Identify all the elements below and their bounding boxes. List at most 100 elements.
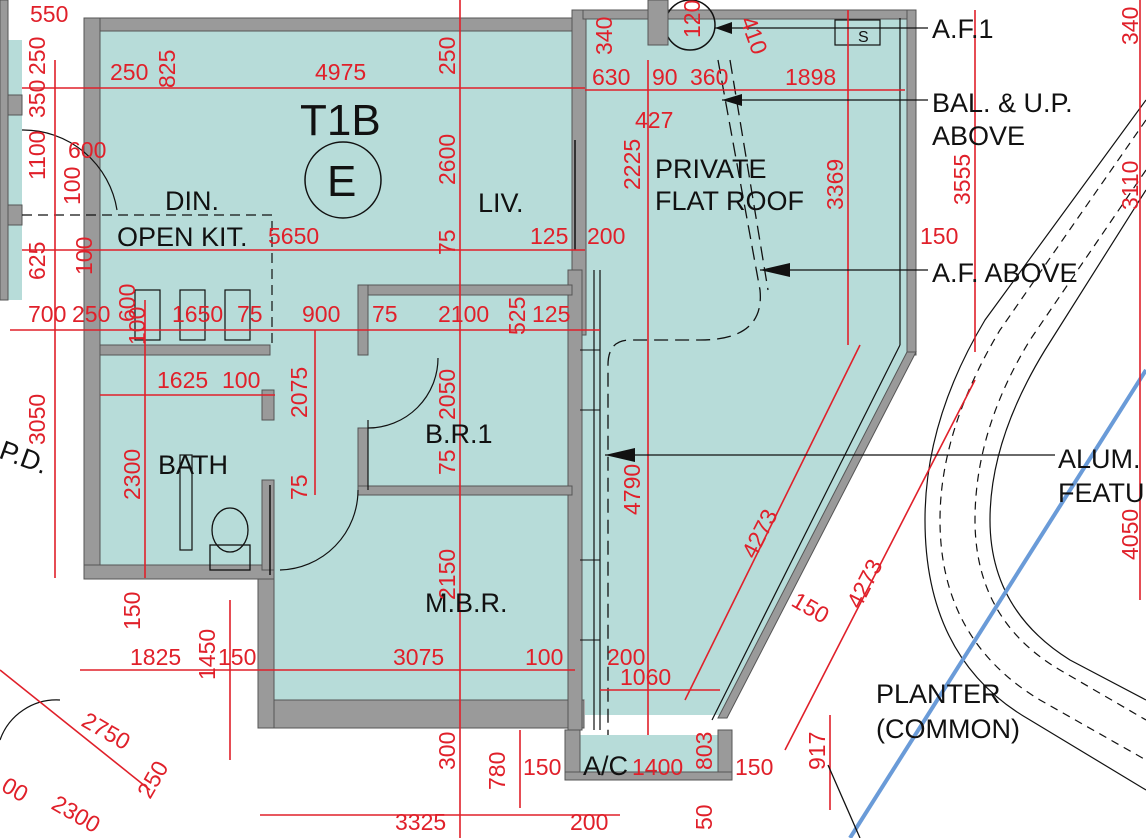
- dim-900: 900: [302, 301, 340, 327]
- dim-2750: 2750: [78, 707, 135, 755]
- dim-75c: 75: [372, 301, 398, 327]
- dim-250a: 250: [24, 37, 50, 75]
- dim-5650: 5650: [268, 223, 319, 249]
- walls: [0, 0, 917, 781]
- room-label-br1: B.R.1: [425, 419, 493, 449]
- unit-tag-circle: [304, 141, 382, 219]
- dim-525: 525: [504, 297, 530, 335]
- room-label-roof-2: FLAT ROOF: [655, 186, 804, 216]
- dim-1898: 1898: [785, 64, 836, 90]
- room-label-planter-1: PLANTER: [876, 679, 1001, 709]
- room-label-ac: A/C: [583, 751, 628, 781]
- dim-2300b: 2300: [48, 790, 105, 838]
- dim-250d: 250: [72, 301, 110, 327]
- callout-af1: A.F.1: [932, 14, 994, 44]
- dim-4975: 4975: [315, 59, 366, 85]
- dim-625: 625: [24, 242, 50, 280]
- unit-tag: E: [327, 157, 356, 206]
- dim-2600: 2600: [434, 134, 460, 185]
- dim-100c: 100: [124, 307, 150, 345]
- dim-100b: 100: [71, 237, 97, 275]
- dim-1625: 1625: [157, 367, 208, 393]
- dim-250e: 250: [132, 756, 174, 802]
- dim-3050: 3050: [24, 394, 50, 445]
- dim-00: 00: [0, 772, 33, 807]
- dim-75e: 75: [434, 449, 460, 475]
- dim-340: 340: [591, 17, 617, 55]
- dim-75d: 75: [286, 474, 312, 500]
- callout-af-above: A.F. ABOVE: [932, 258, 1078, 288]
- dim-1060: 1060: [620, 664, 671, 690]
- bath-fixtures: S: [134, 0, 881, 571]
- dim-360: 360: [690, 64, 728, 90]
- dim-340b: 340: [1117, 7, 1143, 45]
- dim-125b: 125: [532, 301, 570, 327]
- dim-300: 300: [434, 732, 460, 770]
- room-label-liv: LIV.: [478, 188, 524, 218]
- dim-1450: 1450: [194, 629, 220, 680]
- toilet-icon: [211, 507, 249, 553]
- room-label-bath: BATH: [158, 450, 228, 480]
- dim-350: 350: [24, 80, 50, 118]
- dim-200b: 200: [607, 644, 645, 670]
- dim-4050: 4050: [1117, 509, 1143, 560]
- dashed-outlines: [22, 59, 1146, 791]
- room-label-roof-1: PRIVATE: [655, 154, 767, 184]
- dim-427: 427: [635, 107, 673, 133]
- dim-1400: 1400: [632, 754, 683, 780]
- callout-leaders: [605, 22, 1055, 838]
- door-swings: [0, 129, 439, 741]
- dim-550: 550: [30, 1, 68, 27]
- drain-pipe-line: [848, 368, 1146, 838]
- dim-2300a: 2300: [119, 449, 145, 500]
- dim-150a: 150: [920, 223, 958, 249]
- dim-3075: 3075: [393, 644, 444, 670]
- dim-250c: 250: [434, 37, 460, 75]
- dim-100d: 100: [222, 367, 260, 393]
- dim-200a: 200: [587, 223, 625, 249]
- dim-150b: 150: [788, 587, 834, 629]
- dim-780: 780: [484, 752, 510, 790]
- dim-250b: 250: [110, 59, 148, 85]
- dim-3110: 3110: [1117, 161, 1143, 210]
- callout-alum-1: ALUM.: [1058, 444, 1141, 474]
- dim-2100: 2100: [438, 301, 489, 327]
- callout-alum-2: FEATU: [1058, 478, 1145, 508]
- dim-100a: 100: [59, 167, 85, 205]
- dim-3325: 3325: [395, 809, 446, 835]
- dim-1100: 1100: [24, 131, 50, 180]
- dim-4273b: 4273: [841, 555, 887, 612]
- dim-700: 700: [28, 301, 66, 327]
- dim-825: 825: [154, 50, 180, 88]
- dim-90: 90: [652, 64, 678, 90]
- dim-150c: 150: [119, 592, 145, 630]
- dim-2150: 2150: [434, 549, 460, 600]
- s-mark: S: [858, 29, 869, 46]
- dim-2225: 2225: [619, 139, 645, 190]
- dim-100e: 100: [525, 644, 563, 670]
- dim-75b: 75: [237, 301, 263, 327]
- room-label-din: DIN.: [165, 186, 219, 216]
- dim-600b: 600: [114, 284, 140, 322]
- callout-bal-2: ABOVE: [932, 121, 1025, 151]
- dim-4790: 4790: [619, 464, 645, 515]
- dim-1650: 1650: [172, 301, 223, 327]
- dim-125a: 125: [530, 223, 568, 249]
- dim-200c: 200: [570, 809, 608, 835]
- dim-150e: 150: [523, 754, 561, 780]
- room-label-open-kit: OPEN KIT.: [117, 222, 248, 252]
- dim-150f: 150: [735, 754, 773, 780]
- window-lines: [269, 18, 901, 730]
- dim-3369: 3369: [822, 159, 848, 210]
- dim-1825: 1825: [130, 644, 181, 670]
- dim-630: 630: [592, 64, 630, 90]
- dim-50: 50: [691, 804, 717, 830]
- unit-name: T1B: [300, 96, 381, 145]
- callout-bal-1: BAL. & U.P.: [932, 88, 1073, 118]
- dim-120: 120: [679, 0, 705, 38]
- room-label-mbr: M.B.R.: [425, 588, 508, 618]
- dim-3555: 3555: [949, 154, 975, 205]
